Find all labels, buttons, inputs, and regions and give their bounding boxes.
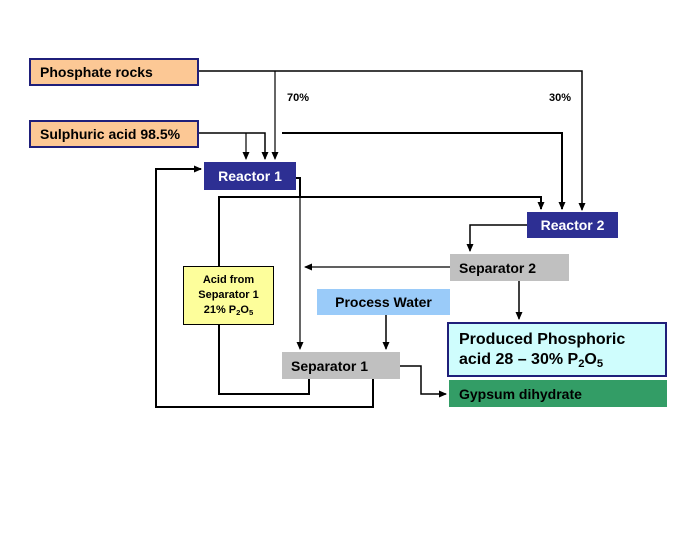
separator-1-box: Separator 1 — [282, 352, 400, 379]
acid-from-label-line2: Separator 1 — [198, 289, 259, 301]
produced-acid-line2: acid 28 – 30% P2O5 — [459, 350, 604, 370]
acid-from-separator-box: Acid from Separator 1 21% P2O5 — [183, 266, 274, 325]
acid-to-reactor-2-line — [282, 132, 566, 210]
gypsum-box: Gypsum dihydrate — [449, 380, 667, 407]
reactor-2-label: Reactor 2 — [540, 217, 605, 233]
separator-1-label: Separator 1 — [291, 357, 369, 374]
split-label-70: 70% — [287, 92, 310, 104]
reactor-1-label: Reactor 1 — [218, 168, 282, 184]
produced-acid-line1: Produced Phosphoric — [459, 330, 626, 348]
split-label-30: 30% — [549, 92, 572, 104]
process-water-label: Process Water — [335, 294, 432, 310]
produced-acid-box: Produced Phosphoric acid 28 – 30% P2O5 — [447, 322, 667, 377]
phosphate-rocks-label: Phosphate rocks — [40, 64, 153, 80]
gypsum-label: Gypsum dihydrate — [459, 385, 582, 402]
separator-2-label: Separator 2 — [459, 259, 537, 276]
separator-1-to-gypsum-line — [400, 365, 447, 398]
reactor-2-to-separator-2-line — [466, 224, 527, 252]
separator-2-box: Separator 2 — [450, 254, 569, 281]
reactor-2-box: Reactor 2 — [527, 212, 618, 238]
process-water-box: Process Water — [317, 289, 450, 315]
sulphuric-acid-box: Sulphuric acid 98.5% — [29, 120, 199, 148]
acid-to-reactor-1-line — [199, 132, 269, 160]
phosphate-rocks-box: Phosphate rocks — [29, 58, 199, 86]
acid-from-label-line1: Acid from — [202, 274, 255, 286]
reactor-1-box: Reactor 1 — [204, 162, 296, 190]
acid-from-label-line3: 21% P2O5 — [203, 304, 254, 317]
phosphate-feed-line — [199, 70, 586, 211]
sulphuric-acid-label: Sulphuric acid 98.5% — [40, 126, 181, 142]
separator-1-recycle-line — [218, 196, 310, 395]
reactor-1-to-reactor-2-line — [296, 177, 545, 210]
recycle-to-reactor-1-line — [155, 165, 374, 408]
